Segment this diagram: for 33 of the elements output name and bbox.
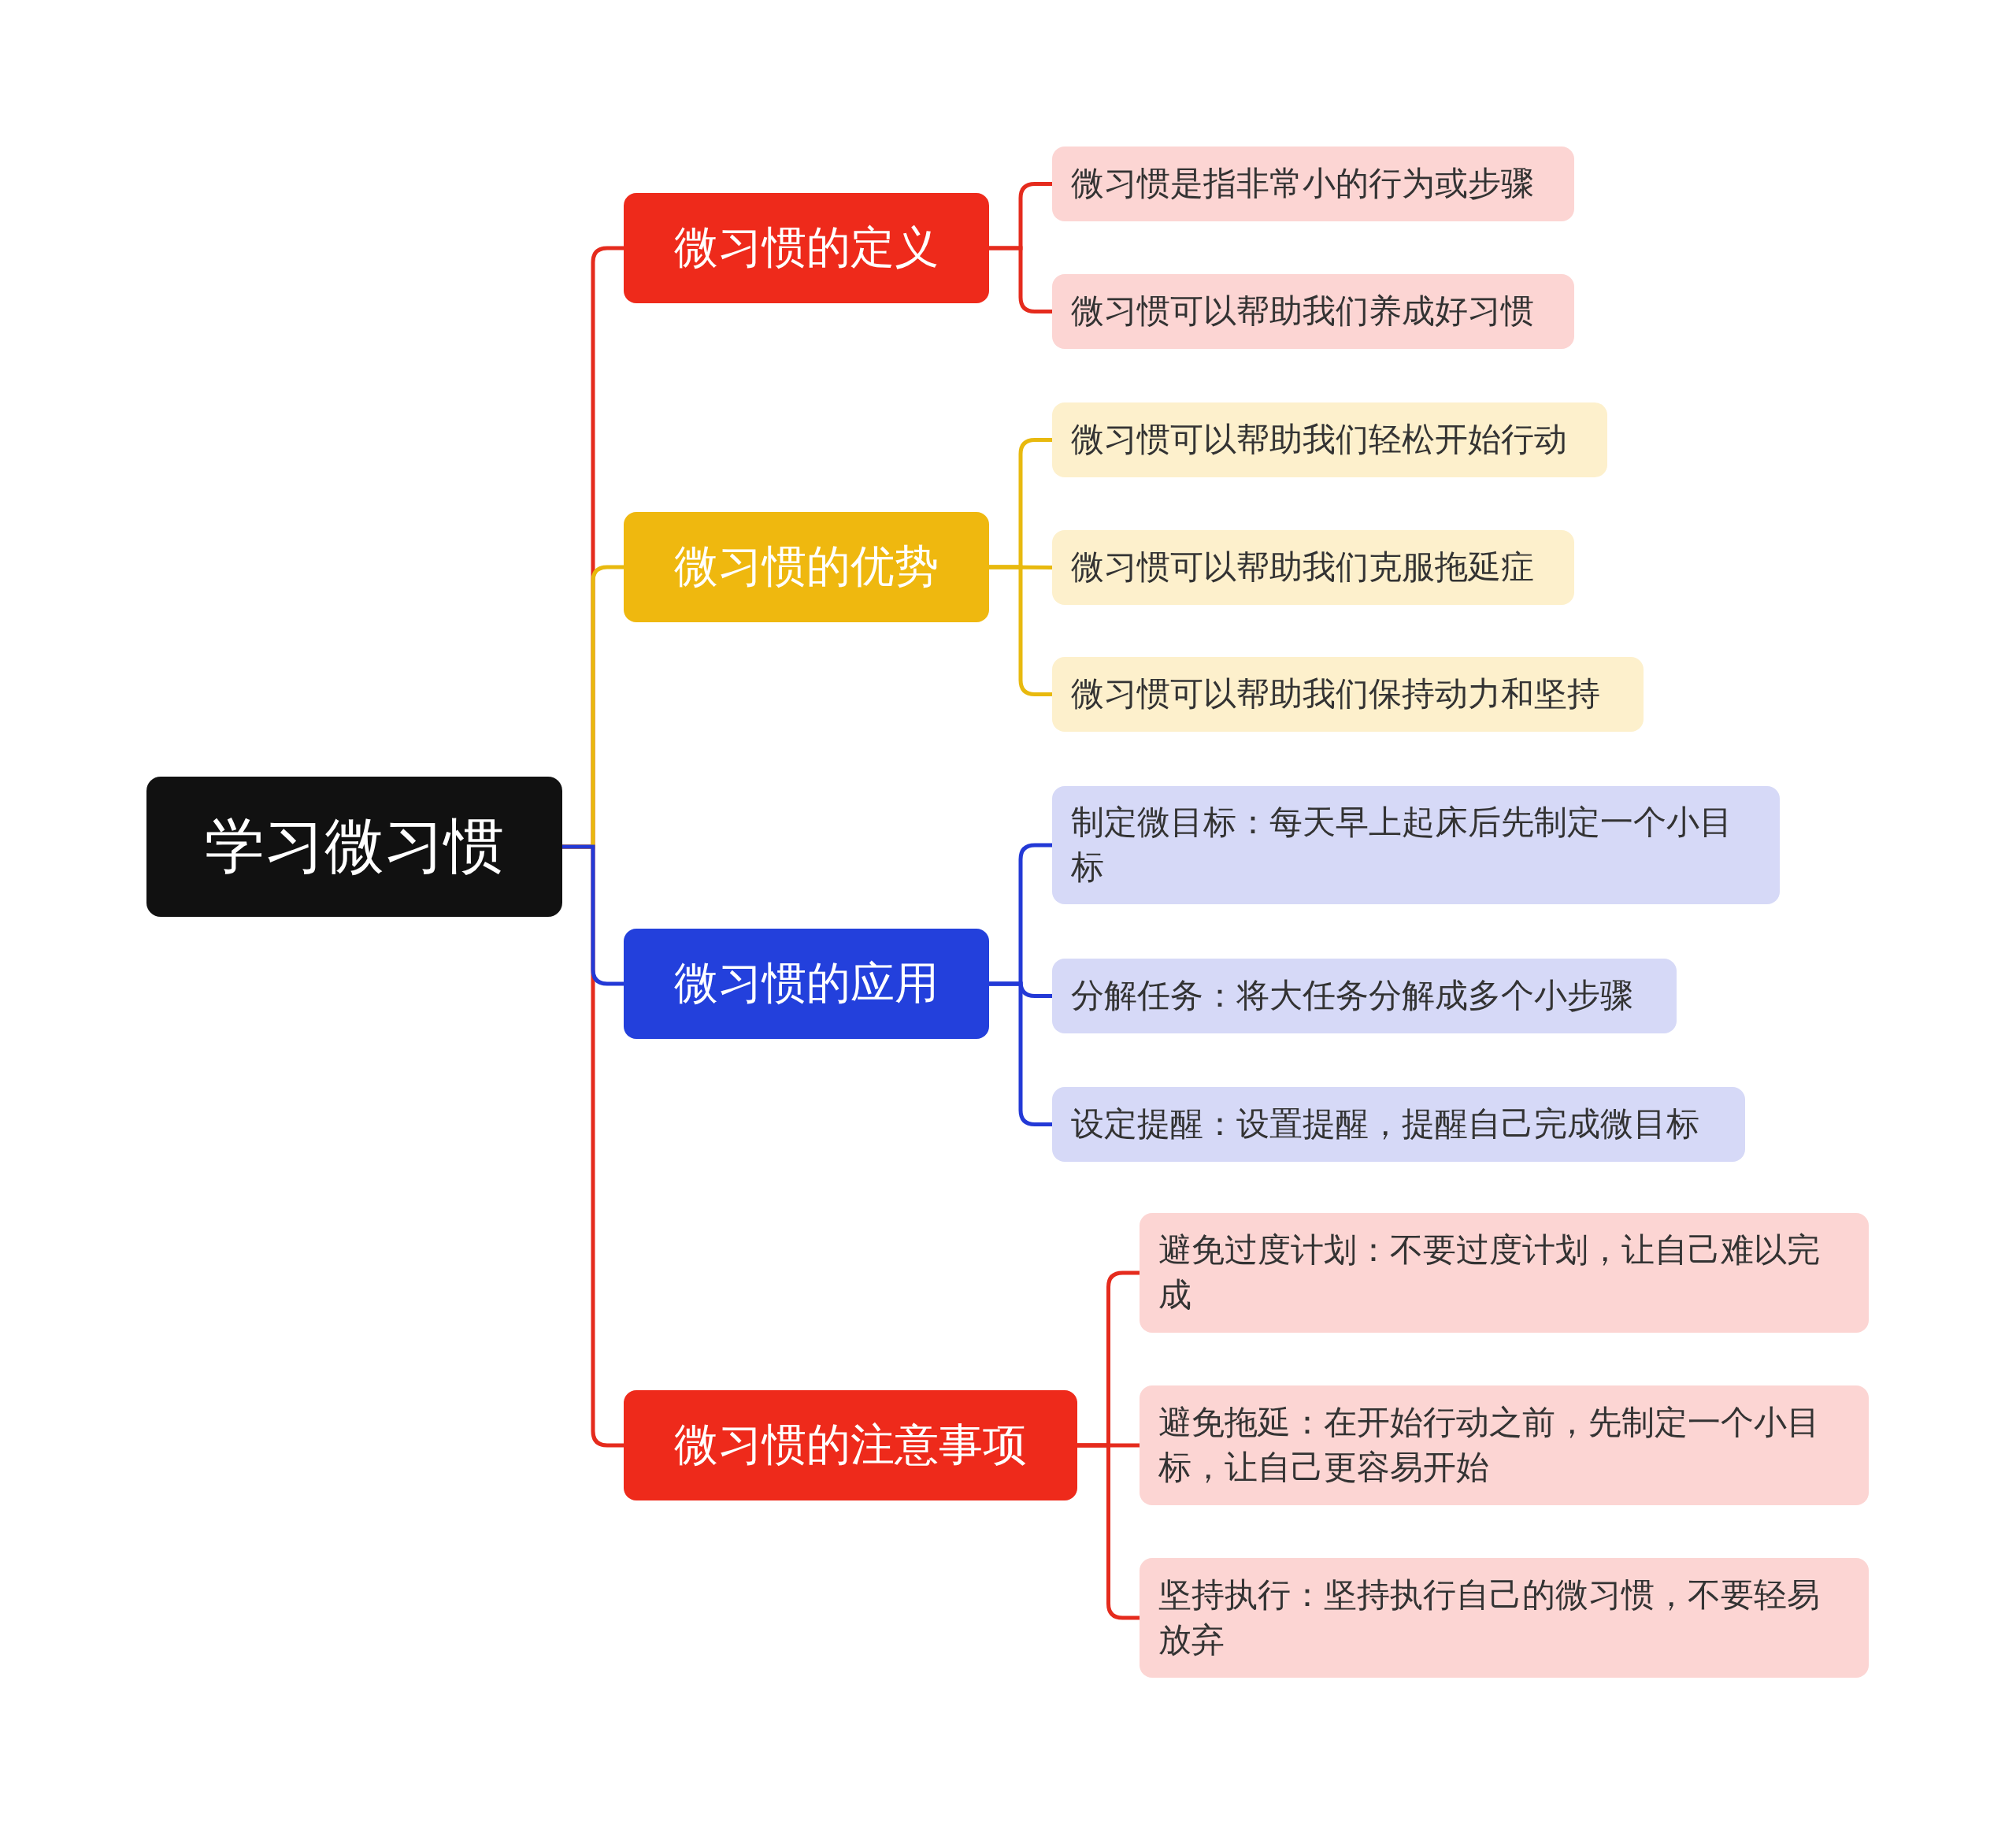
subtopic-box: [1140, 1558, 1869, 1678]
subtopic-box: [1052, 1087, 1745, 1162]
subtopic-box: [1140, 1385, 1869, 1505]
topic-text: 微习惯可以帮助我们保持动力和坚持: [1071, 673, 1600, 715]
subtopic-box: [1140, 1213, 1869, 1333]
subtopic-box: [1052, 274, 1574, 349]
root-topic-box: [146, 777, 562, 917]
topic-text: 避免过度计划：不要过度计划，让自己难以完成: [1158, 1230, 1821, 1315]
topic-text: 微习惯的应用: [674, 956, 939, 1010]
topic-text: 微习惯的定义: [674, 221, 939, 274]
branch-topic-box: [624, 512, 989, 622]
connector-line: [562, 844, 624, 986]
topic-text: 微习惯的注意事项: [674, 1418, 1027, 1471]
subtopic-box: [1052, 657, 1644, 732]
branch-topic-box: [624, 1390, 1077, 1500]
topic-text: 微习惯可以帮助我们克服拖延症: [1071, 547, 1534, 588]
topic-text: 微习惯可以帮助我们养成好习惯: [1071, 291, 1534, 332]
topic-text: 微习惯可以帮助我们轻松开始行动: [1071, 419, 1567, 461]
subtopic-box: [1052, 147, 1574, 221]
topic-text: 制定微目标：每天早上起床后先制定一个小目标: [1071, 802, 1733, 888]
topic-text: 设定提醒：设置提醒，提醒自己完成微目标: [1071, 1104, 1699, 1145]
topic-text: 坚持执行：坚持执行自己的微习惯，不要轻易放弃: [1158, 1575, 1821, 1660]
branch-topic-box: [624, 193, 989, 303]
subtopic-box: [1052, 786, 1780, 904]
subtopic-box: [1052, 530, 1574, 605]
subtopic-box: [1052, 402, 1607, 477]
topic-text: 学习微习惯: [205, 809, 504, 882]
topic-text: 避免拖延：在开始行动之前，先制定一个小目标，让自己更容易开始: [1158, 1402, 1821, 1488]
subtopic-box: [1052, 959, 1677, 1033]
topic-text: 微习惯是指非常小的行为或步骤: [1071, 163, 1534, 205]
topic-text: 微习惯的优势: [674, 540, 939, 593]
topic-text: 分解任务：将大任务分解成多个小步骤: [1071, 975, 1633, 1017]
branch-topic-box: [624, 929, 989, 1039]
